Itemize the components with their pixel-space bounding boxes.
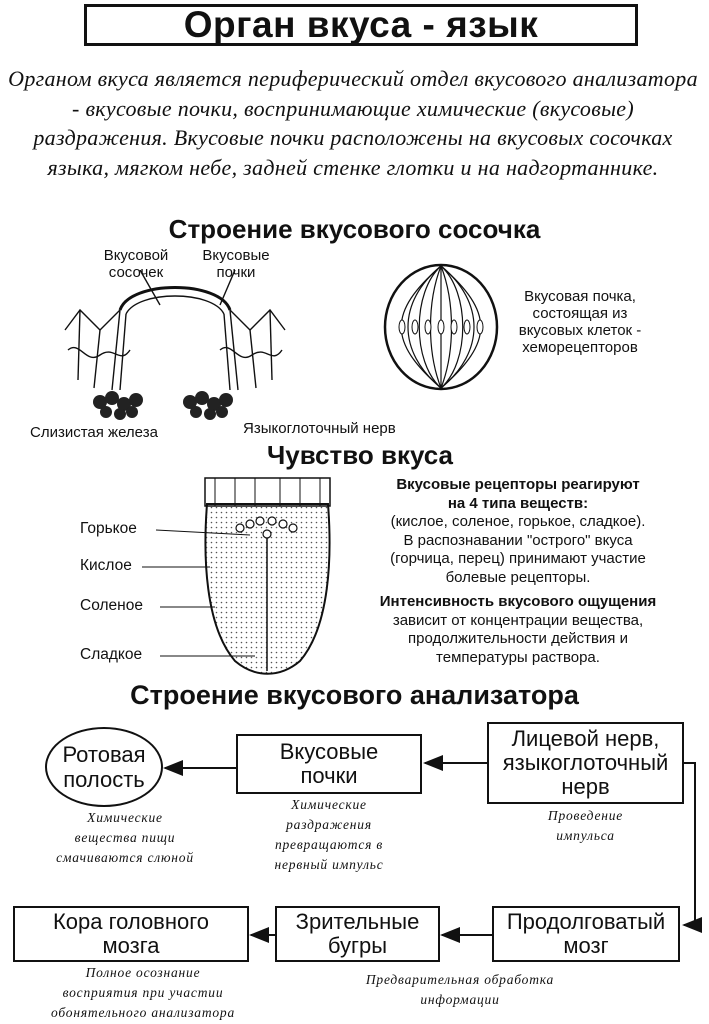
taste-bud-desc-line3: вкусовых клеток - [518,322,642,339]
note-taste-buds-line1: Химические [291,797,367,812]
page-title: Орган вкуса - язык [183,4,539,45]
note-nerves-line1: Проведение [547,808,624,823]
zone-label-bitter: Горькое [80,520,137,537]
note-nerves: Проведение импульса [487,806,684,846]
taste-bud-desc-line1: Вкусовая почка, [524,288,636,305]
note-oral-cavity-line2: вещества пищи [74,830,176,845]
note-oral-cavity-line1: Химические [87,810,163,825]
label-taste-buds-line2: почки [216,264,256,281]
taste-text-line10: температуры раствора. [436,648,600,666]
node-oral-cavity-line2: полость [63,767,145,792]
section-title-taste: Чувство вкуса [266,440,454,470]
zone-label-sweet: Сладкое [80,646,143,663]
label-papilla-line1: Вкусовой [103,247,169,264]
node-nerves-line1: Лицевой нерв, [511,726,660,751]
node-nerves-line2: языкоглоточный [502,750,669,775]
label-taste-buds: Вкусовые почки [196,247,276,281]
note-thalamus: Предварительная обработка информации [310,970,610,1010]
taste-bud-illustration [383,263,499,391]
node-oral-cavity-line1: Ротовая [62,742,146,767]
node-medulla-line1: Продолговатый [506,909,666,934]
zone-label-sour: Кислое [80,557,132,574]
page-title-box: Орган вкуса - язык [84,4,638,46]
label-glossopharyngeal-nerve: Языкоглоточный нерв [243,420,396,437]
taste-text-line8: зависит от концентрации вещества, [392,611,644,629]
section-title-papilla: Строение вкусового сосочка [168,214,541,244]
papilla-illustration [64,270,286,420]
label-papilla-line2: сосочек [108,264,164,281]
note-taste-buds-line3: превращаются в [274,837,384,852]
taste-bud-desc-line2: состоящая из [532,305,628,322]
taste-text-line7: Интенсивность вкусового ощущения [379,593,657,610]
taste-text-line1: Вкусовые рецепторы реагируют [396,476,640,493]
node-taste-buds-line2: почки [300,763,358,788]
note-oral-cavity: Химические вещества пищи смачиваются слю… [40,808,210,868]
taste-text-line2: на 4 типа веществ: [447,494,589,512]
label-papilla: Вкусовой сосочек [96,247,176,281]
taste-bud-desc-line4: хеморецепторов [522,339,638,356]
note-taste-buds-line4: нервный импульс [274,857,384,872]
taste-text-line9: продолжительности действия и [408,630,628,647]
node-medulla: Продолговатый мозг [492,906,680,962]
taste-description: Вкусовые рецепторы реагируют на 4 типа в… [338,476,698,667]
tongue-illustration [204,477,331,675]
note-oral-cavity-line3: смачиваются слюной [56,850,194,865]
taste-text-line6: болевые рецепторы. [445,568,591,586]
taste-bud-description: Вкусовая почка, состоящая из вкусовых кл… [500,288,660,356]
node-medulla-line2: мозг [563,933,609,958]
taste-text-line3: (кислое, соленое, горькое, сладкое). [390,513,646,530]
note-thalamus-line1: Предварительная обработка [365,972,555,987]
node-taste-buds: Вкусовые почки [236,734,422,794]
note-cortex-line3: обонятельного анализатора [50,1005,236,1020]
note-cortex-line2: восприятия при участии [62,985,224,1000]
taste-text-line4: В распознавании "острого" вкуса [403,531,633,549]
note-taste-buds: Химические раздражения превращаются в не… [236,795,422,875]
taste-text-line5: (горчица, перец) принимают участие [390,550,646,567]
intro-paragraph: Органом вкуса является периферический от… [8,66,698,180]
node-thalamus-line2: бугры [327,933,388,958]
note-nerves-line2: импульса [556,828,615,843]
node-nerves-line3: нерв [561,774,610,799]
node-cortex-line1: Кора головного [52,909,210,934]
node-thalamus-line1: Зрительные [295,909,420,934]
node-cortex-line2: мозга [102,933,160,958]
note-taste-buds-line2: раздражения [286,817,372,832]
node-taste-buds-line1: Вкусовые [279,739,379,764]
note-thalamus-line2: информации [420,992,500,1007]
node-nerves: Лицевой нерв, языкоглоточный нерв [487,722,684,804]
note-cortex: Полное осознание восприятия при участии … [13,963,273,1023]
section-title-analyzer: Строение вкусового анализатора [130,680,579,710]
zone-label-salty: Соленое [80,597,143,614]
node-thalamus: Зрительные бугры [275,906,440,962]
note-cortex-line1: Полное осознание [85,965,201,980]
label-mucous-gland: Слизистая железа [30,424,158,441]
node-cortex: Кора головного мозга [13,906,249,962]
label-taste-buds-line1: Вкусовые [202,247,270,264]
node-oral-cavity: Ротовая полость [45,727,163,807]
